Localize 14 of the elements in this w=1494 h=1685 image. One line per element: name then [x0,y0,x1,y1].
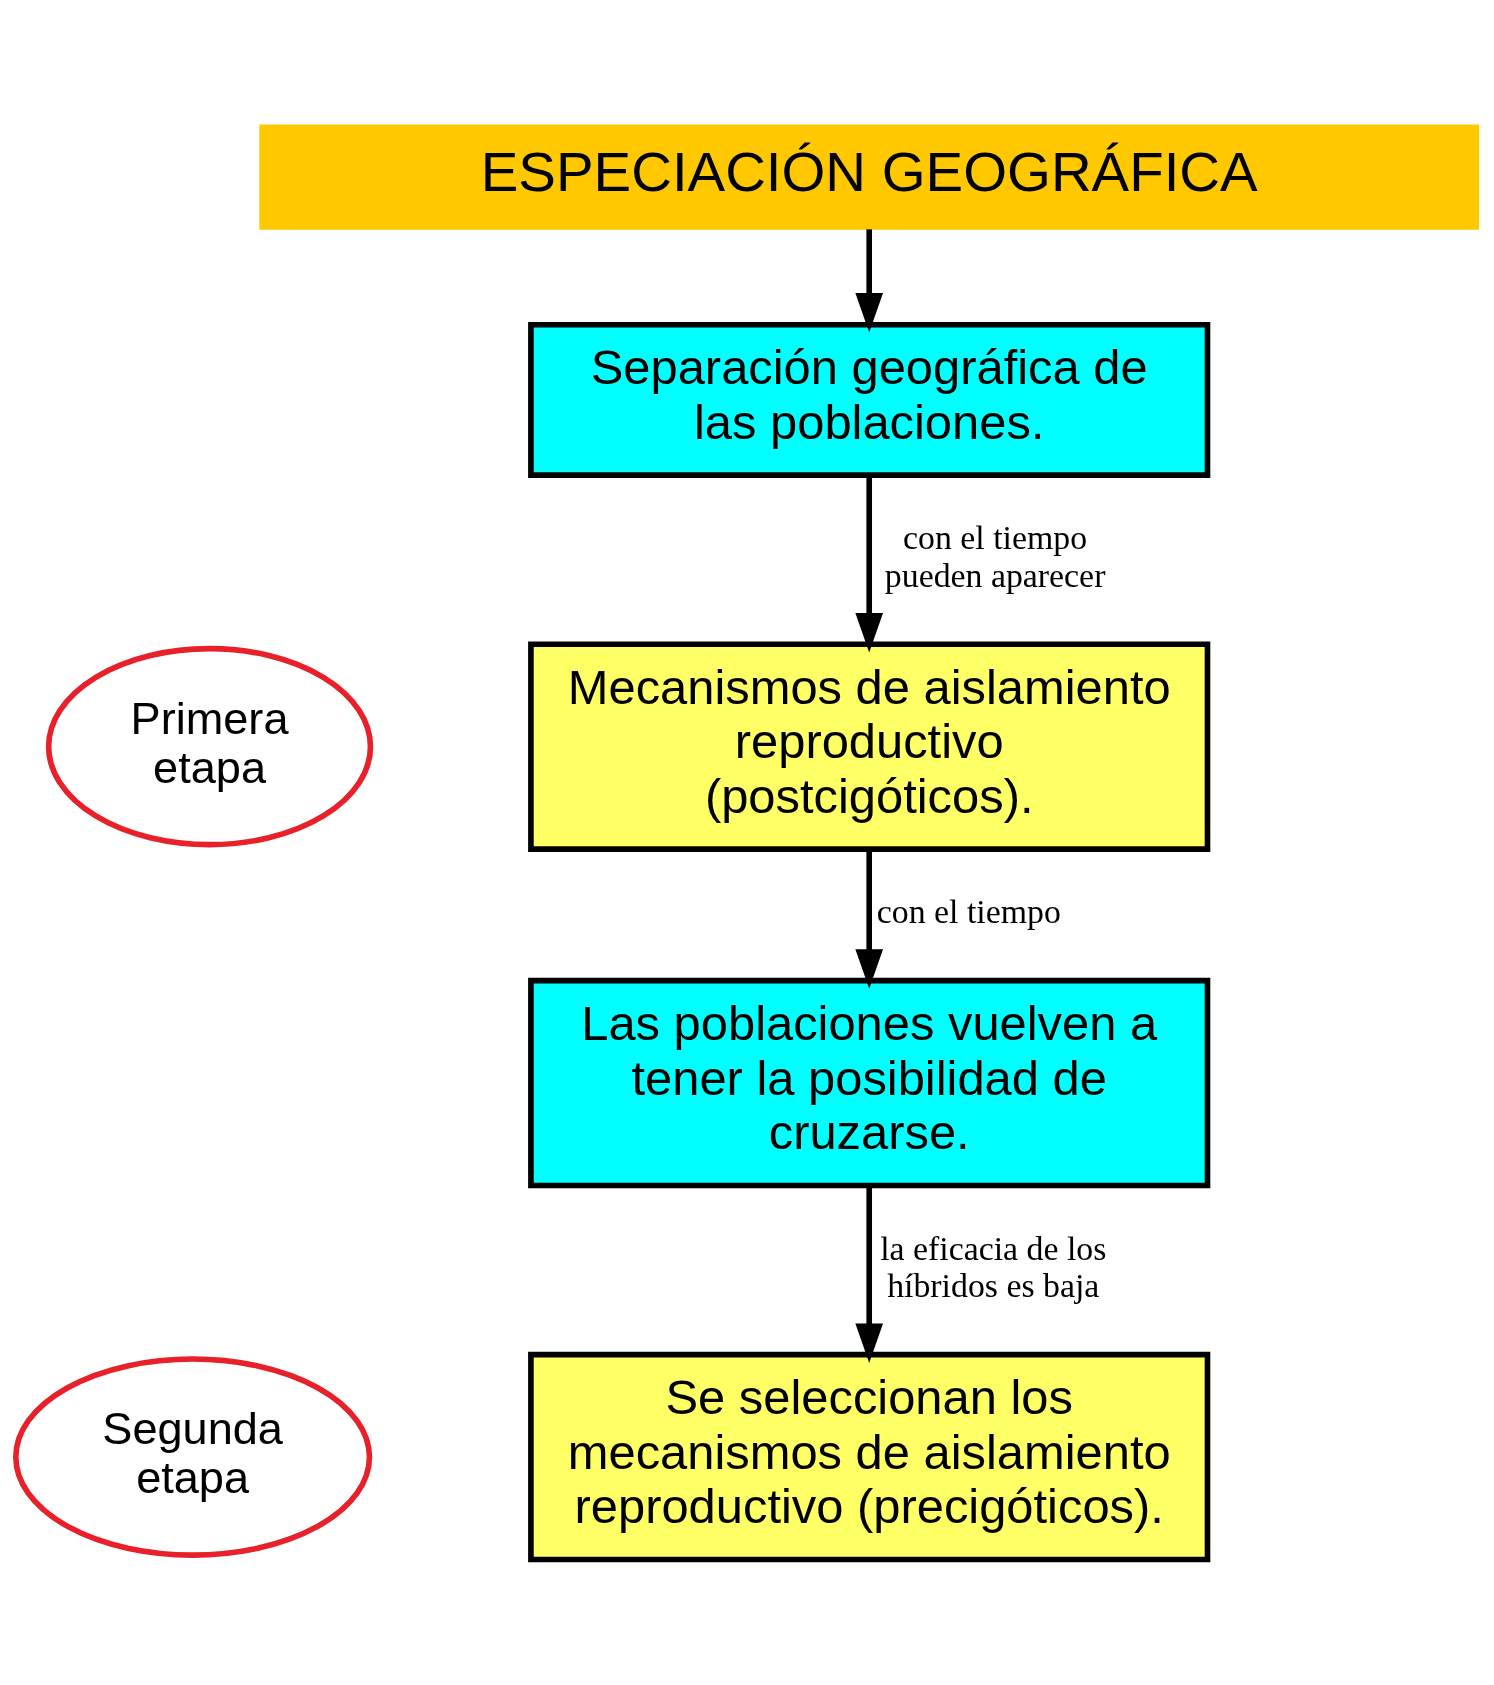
node-box: ESPECIACIÓN GEOGRÁFICA [259,124,1480,230]
arrow [855,1185,884,1364]
arrow [855,475,884,653]
arrow [855,849,884,989]
node-box: Las poblaciones vuelven a tener la posibilidad de cruzarse. [528,977,1211,1189]
node-box: Se seleccionan los mecanismos de aislamiento reproductivo (precigóticos). [528,1351,1211,1563]
node-box: Mecanismos de aislamiento reproductivo (postcigóticos). [528,641,1211,852]
edge-label: la eficacia de los híbridos es baja [880,1229,1107,1305]
node-ellipse: Segunda etapa [13,1356,373,1558]
node-ellipse: Primera etapa [45,645,374,848]
edge-label: con el tiempo pueden aparecer [884,519,1106,594]
edge-label: con el tiempo [876,893,1061,931]
arrow [855,229,884,333]
node-box: Separación geográfica de las poblaciones. [528,321,1211,478]
